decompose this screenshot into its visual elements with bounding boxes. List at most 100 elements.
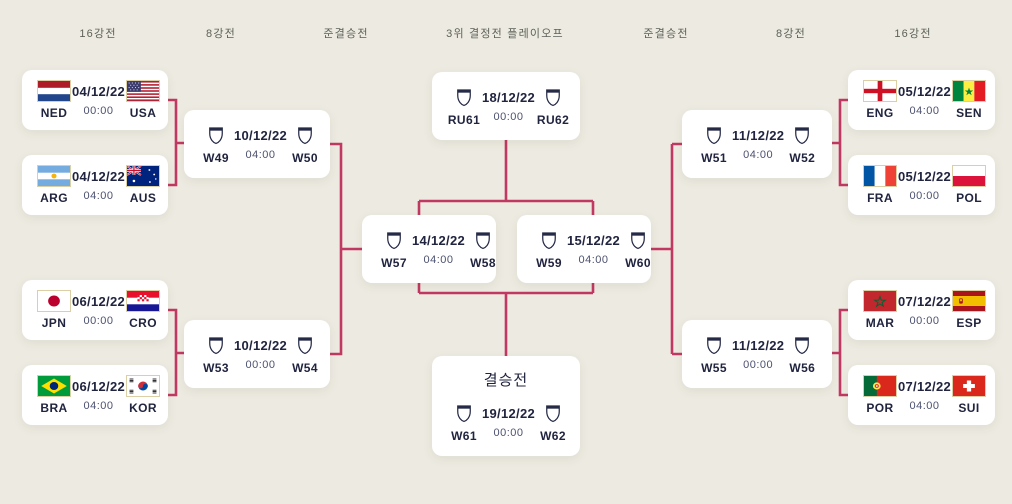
match-time: 00:00 xyxy=(83,314,114,327)
match-time: 04:00 xyxy=(909,399,940,412)
away-team: ESP xyxy=(951,290,987,330)
home-team: POR xyxy=(862,375,898,415)
away-team: SUI xyxy=(951,375,987,415)
match-card-w51-w52[interactable]: W51 11/12/22 04:00 W52 xyxy=(682,110,832,178)
match-card-w55-w56[interactable]: W55 11/12/22 00:00 W56 xyxy=(682,320,832,388)
connector-left-r16-bottom xyxy=(168,308,184,397)
match-datetime: 10/12/22 04:00 xyxy=(234,128,287,161)
esp-flag-icon xyxy=(952,290,987,312)
away-team: POL xyxy=(951,165,987,205)
match-card-eng-sen[interactable]: ENG 05/12/22 04:00 SEN xyxy=(848,70,995,130)
away-team-code: SUI xyxy=(958,401,980,415)
home-team-code: W61 xyxy=(451,429,477,443)
match-datetime: 07/12/22 00:00 xyxy=(898,294,951,327)
match-datetime: 04/12/22 04:00 xyxy=(72,169,125,202)
eng-flag-icon xyxy=(863,80,897,102)
round-label-sf-left: 준결승전 xyxy=(323,28,369,40)
shield-icon xyxy=(454,86,474,109)
home-team: JPN xyxy=(36,290,72,330)
round-label-third-place: 3위 결정전 플레이오프 xyxy=(446,28,564,40)
match-card-jpn-cro[interactable]: JPN 06/12/22 00:00 CRO xyxy=(22,280,168,340)
home-team: W49 xyxy=(198,124,234,165)
away-team-code: W50 xyxy=(292,150,318,165)
match-time: 00:00 xyxy=(493,427,524,439)
match-date: 07/12/22 xyxy=(898,293,952,309)
home-team: NED xyxy=(36,80,72,120)
away-team: W52 xyxy=(784,124,820,165)
usa-flag-icon xyxy=(126,80,161,102)
home-team-code: W51 xyxy=(701,150,727,165)
home-team: ENG xyxy=(862,80,898,120)
match-time: 00:00 xyxy=(493,110,524,123)
away-team: W62 xyxy=(535,402,571,443)
home-team-code: ENG xyxy=(866,106,894,120)
match-date: 19/12/22 xyxy=(482,406,536,421)
match-card-fra-pol[interactable]: FRA 05/12/22 00:00 POL xyxy=(848,155,995,215)
round-label-r16-left: 16강전 xyxy=(79,28,117,40)
away-team-code: CRO xyxy=(129,316,157,330)
match-date: 04/12/22 xyxy=(72,83,126,99)
home-team: BRA xyxy=(36,375,72,415)
home-team-code: JPN xyxy=(41,316,67,330)
away-team-code: AUS xyxy=(129,191,157,205)
match-time: 04:00 xyxy=(83,399,114,412)
match-datetime: 10/12/22 00:00 xyxy=(234,338,287,371)
connector-right-r16-bottom xyxy=(832,308,848,397)
shield-icon xyxy=(792,334,812,357)
round-label-qf-right: 8강전 xyxy=(776,28,806,40)
match-datetime: 19/12/22 00:00 xyxy=(482,406,535,439)
home-team: FRA xyxy=(862,165,898,205)
shield-icon xyxy=(704,334,724,357)
home-team-code: ARG xyxy=(40,191,68,205)
home-team-code: W57 xyxy=(381,255,407,270)
match-card-por-sui[interactable]: POR 07/12/22 04:00 SUI xyxy=(848,365,995,425)
match-date: 05/12/22 xyxy=(898,168,952,184)
match-time: 00:00 xyxy=(909,189,940,202)
home-team: W51 xyxy=(696,124,732,165)
match-time: 04:00 xyxy=(578,253,609,266)
away-team: W58 xyxy=(465,229,501,270)
away-team-code: KOR xyxy=(129,401,157,415)
match-card-w49-w50[interactable]: W49 10/12/22 04:00 W50 xyxy=(184,110,330,178)
away-team: CRO xyxy=(125,290,161,330)
match-card-bra-kor[interactable]: BRA 06/12/22 04:00 KOR xyxy=(22,365,168,425)
away-team-code: W56 xyxy=(789,360,816,375)
shield-icon xyxy=(295,124,315,147)
match-datetime: 11/12/22 04:00 xyxy=(732,128,784,161)
match-date: 14/12/22 xyxy=(412,232,466,248)
round-label-r16-right: 16강전 xyxy=(894,28,932,40)
match-date: 07/12/22 xyxy=(898,378,952,394)
match-time: 00:00 xyxy=(909,314,940,327)
match-date: 18/12/22 xyxy=(482,89,536,105)
final-title: 결승전 xyxy=(483,372,529,389)
shield-icon xyxy=(206,124,226,147)
match-card-ned-usa[interactable]: NED 04/12/22 00:00 USA xyxy=(22,70,168,130)
match-time: 00:00 xyxy=(83,104,114,117)
away-team: SEN xyxy=(951,80,987,120)
match-card-mar-esp[interactable]: MAR 07/12/22 00:00 ESP xyxy=(848,280,995,340)
final-match-card[interactable]: 결승전 W61 19/12/22 00:00 W62 xyxy=(432,356,580,456)
shield-icon xyxy=(539,229,559,252)
home-team-code: W59 xyxy=(536,255,562,270)
match-time: 04:00 xyxy=(423,253,454,266)
match-card-arg-aus[interactable]: ARG 04/12/22 04:00 AUS xyxy=(22,155,168,215)
connector-left-qf xyxy=(330,142,362,356)
ned-flag-icon xyxy=(37,80,71,102)
match-card-third-place[interactable]: RU61 18/12/22 00:00 RU62 xyxy=(432,72,580,140)
match-card-w59-w60[interactable]: W59 15/12/22 04:00 W60 xyxy=(517,215,651,283)
match-time: 04:00 xyxy=(83,189,114,202)
round-label-qf-left: 8강전 xyxy=(206,28,236,40)
home-team: ARG xyxy=(36,165,72,205)
match-card-w53-w54[interactable]: W53 10/12/22 00:00 W54 xyxy=(184,320,330,388)
home-team: W55 xyxy=(696,334,732,375)
match-time: 04:00 xyxy=(743,148,774,161)
kor-flag-icon xyxy=(126,375,161,397)
match-date: 10/12/22 xyxy=(234,127,288,143)
away-team-code: POL xyxy=(956,191,982,205)
match-card-w57-w58[interactable]: W57 14/12/22 04:00 W58 xyxy=(362,215,496,283)
match-datetime: 07/12/22 04:00 xyxy=(898,379,951,412)
match-date: 04/12/22 xyxy=(72,168,126,184)
home-team: W53 xyxy=(198,334,234,375)
away-team-code: W52 xyxy=(789,150,816,165)
away-team-code: W62 xyxy=(540,429,566,443)
